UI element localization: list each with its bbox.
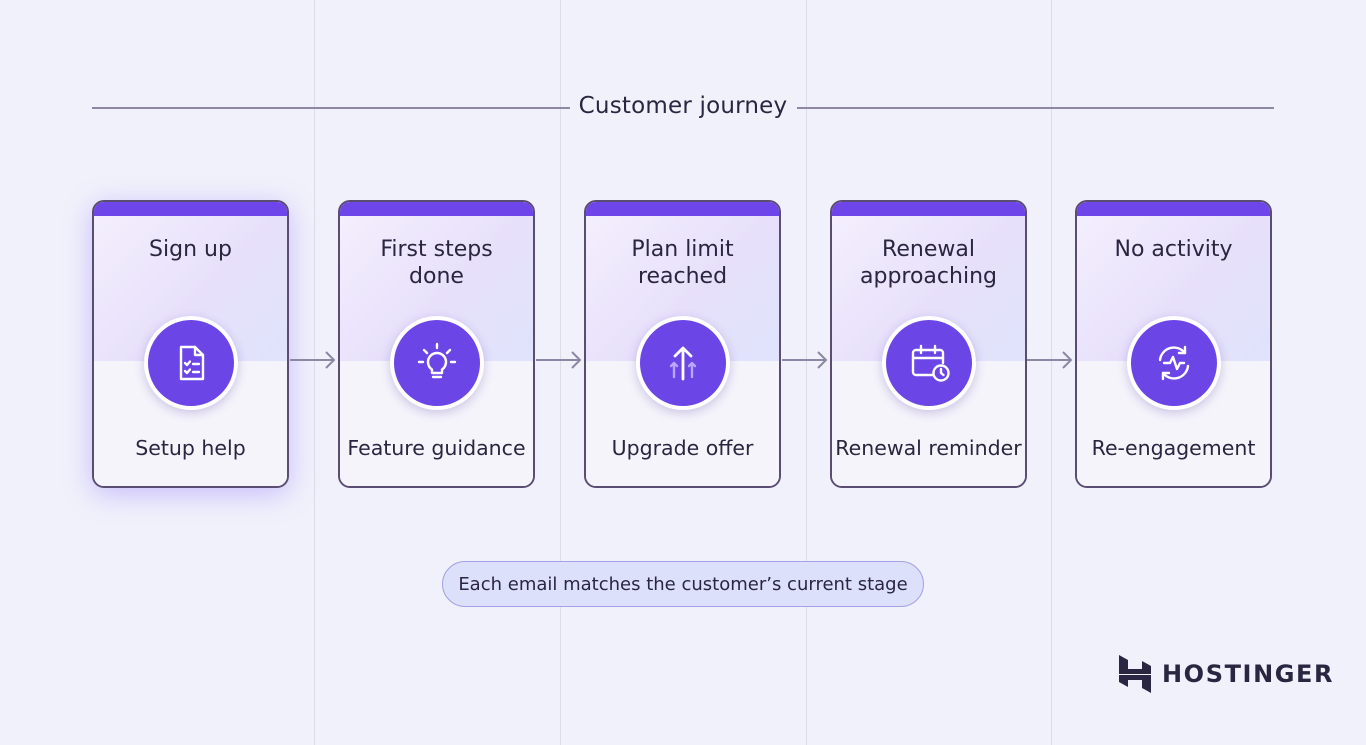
header-rule-left: [92, 107, 570, 109]
stage-trigger: First steps done: [380, 237, 493, 289]
stage-trigger: Renewal approaching: [860, 237, 997, 289]
flow-arrow: [290, 351, 336, 369]
refresh-pulse-icon: [1126, 316, 1221, 410]
brand: HOSTINGER: [1118, 654, 1334, 694]
stage-card-plan-limit: Plan limit reached Upgrade offer: [584, 200, 781, 488]
card-accent-bar: [586, 202, 779, 216]
stage-card-renewal: Renewal approaching Renewal reminder: [830, 200, 1027, 488]
grid-line: [806, 0, 807, 745]
stage-email: Feature guidance: [347, 436, 526, 460]
stage-email: Setup help: [135, 436, 246, 460]
hostinger-logo-icon: [1119, 655, 1151, 693]
grid-line: [314, 0, 315, 745]
card-accent-bar: [832, 202, 1025, 216]
stage-trigger: Plan limit reached: [631, 237, 734, 289]
flow-arrow: [1027, 351, 1073, 369]
stage-trigger: Sign up: [149, 237, 232, 262]
flow-arrow: [782, 351, 828, 369]
stage-card-sign-up: Sign up Setup help: [92, 200, 289, 488]
stage-email: Renewal reminder: [835, 436, 1022, 460]
stage-card-first-steps: First steps done Feature guidance: [338, 200, 535, 488]
stage-trigger: No activity: [1114, 237, 1233, 262]
header-rule-right: [797, 107, 1274, 109]
card-accent-bar: [1077, 202, 1270, 216]
stage-email: Upgrade offer: [611, 436, 754, 460]
calendar-clock-icon: [881, 316, 976, 410]
stage-email: Re-engagement: [1091, 436, 1256, 460]
footnote-pill: Each email matches the customer’s curren…: [442, 561, 924, 607]
card-accent-bar: [340, 202, 533, 216]
stage-card-no-activity: No activity Re-engagement: [1075, 200, 1272, 488]
flow-arrow: [536, 351, 582, 369]
upgrade-arrow-icon: [635, 316, 730, 410]
brand-name: HOSTINGER: [1162, 660, 1335, 688]
grid-line: [1051, 0, 1052, 745]
journey-title: Customer journey: [578, 93, 788, 119]
lightbulb-icon: [389, 316, 484, 410]
grid-line: [560, 0, 561, 745]
document-checklist-icon: [143, 316, 238, 410]
card-accent-bar: [94, 202, 287, 216]
